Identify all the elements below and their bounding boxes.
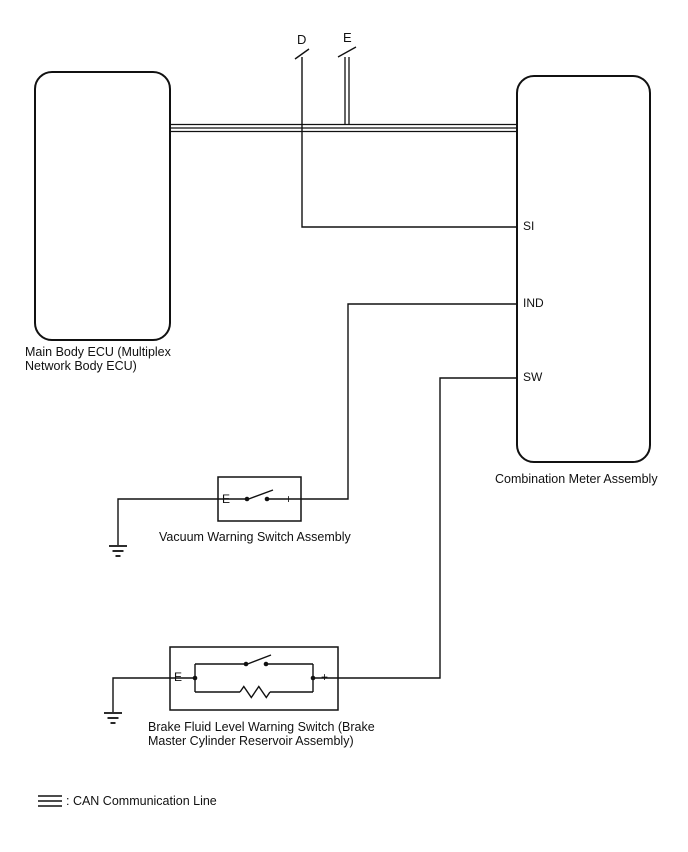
ground-icon-brake <box>104 712 122 724</box>
sw-wire <box>338 377 517 679</box>
vacuum-switch-terminal-plus: + <box>285 492 293 506</box>
combination-meter-box <box>516 75 651 463</box>
can-line-icon <box>170 123 517 133</box>
pin-label-si: SI <box>523 219 535 233</box>
combination-meter-label: Combination Meter Assembly <box>495 472 658 486</box>
pin-label-ind: IND <box>523 296 544 310</box>
vacuum-switch-label: Vacuum Warning Switch Assembly <box>159 530 351 544</box>
break-mark-d <box>294 48 310 60</box>
brake-switch-label-line1: Brake Fluid Level Warning Switch (Brake <box>148 720 375 734</box>
vacuum-switch-terminal-e: E <box>222 492 231 506</box>
resistor-icon <box>239 685 271 699</box>
break-mark-e <box>337 46 357 58</box>
connector-d-label: D <box>297 32 307 47</box>
ind-wire <box>301 303 517 500</box>
connector-d-wire <box>294 48 517 228</box>
brake-switch-label-line2: Master Cylinder Reservoir Assembly) <box>148 734 354 748</box>
main-body-ecu-label-line1: Main Body ECU (Multiplex <box>25 345 171 359</box>
brake-ground-wire <box>112 677 170 712</box>
switch-blade-icon <box>244 654 272 666</box>
pin-label-sw: SW <box>523 370 543 384</box>
main-body-ecu-box <box>34 71 171 341</box>
vacuum-ground-wire <box>117 498 218 545</box>
main-body-ecu-label-line2: Network Body ECU) <box>25 359 137 373</box>
can-legend-label: : CAN Communication Line <box>66 794 217 808</box>
brake-switch-symbol <box>169 646 339 711</box>
can-legend-icon <box>38 795 62 807</box>
brake-switch-terminal-e: E <box>174 670 183 684</box>
ground-icon-vacuum <box>109 545 127 557</box>
brake-switch-terminal-plus: + <box>321 670 329 684</box>
connector-e-label: E <box>343 30 352 45</box>
connector-e-wire <box>337 46 357 125</box>
switch-blade-icon <box>245 489 274 501</box>
